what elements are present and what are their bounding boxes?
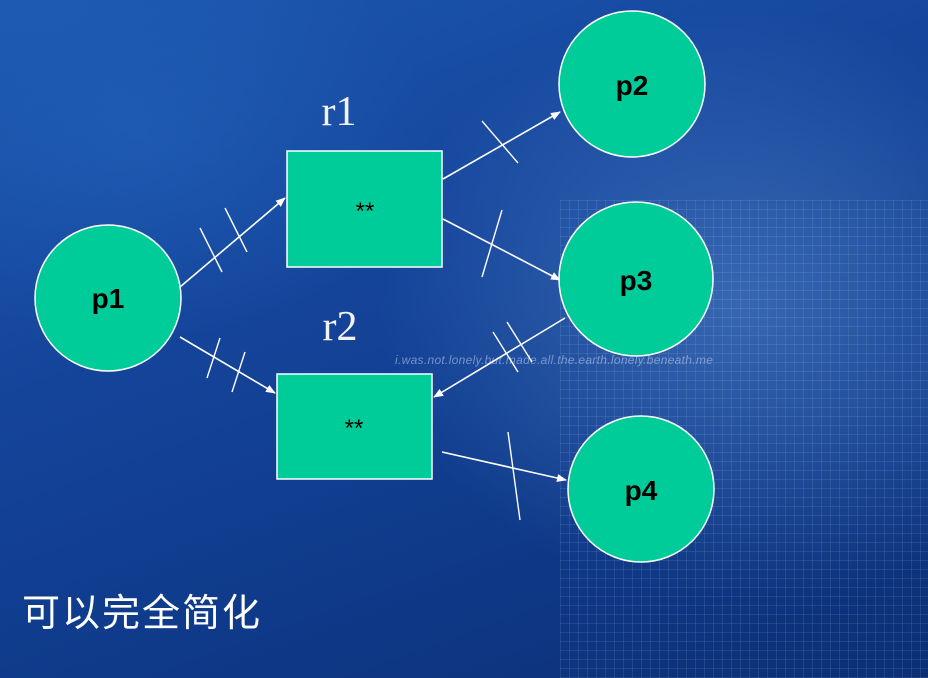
arc-p3-r2-mark [492,331,519,373]
place-p3-circle [558,201,714,357]
arc-r1-p2-mark [481,120,519,164]
place-p1: p1 [34,224,182,372]
arc-r1-p2 [442,111,561,180]
place-p4: p4 [567,415,715,563]
place-p3-label: p3 [620,265,653,296]
arc-r1-p3 [442,218,561,281]
transition-r2: ** r2 [276,304,433,480]
arc-r2-p4 [441,451,567,482]
place-p2-circle [558,10,706,158]
place-p2: p2 [558,10,706,158]
arcs [179,111,567,521]
caption-text: 可以完全简化 [22,591,263,635]
arc-p1-r1-mark [199,227,223,273]
place-p3: p3 [558,201,714,357]
place-p4-label: p4 [625,475,658,506]
transition-r2-box [276,373,433,480]
arc-p1-r1-mark [224,207,248,253]
arc-r1-p3-mark [481,209,503,278]
transition-r1: ** r1 [286,89,443,268]
place-p4-circle [567,415,715,563]
arc-p1-r2-mark [231,351,246,393]
place-p1-label: p1 [92,283,125,314]
arc-p1-r2-mark [206,337,221,379]
place-p2-label: p2 [616,70,649,101]
arc-p3-r2 [433,317,566,398]
transition-r2-name: r2 [323,304,358,350]
arc-p1-r1 [179,197,286,288]
transition-r1-name: r1 [322,89,357,135]
arc-p1-r2 [179,336,276,394]
arc-p3-r2-mark [506,321,533,363]
place-p1-circle [34,224,182,372]
arc-r2-p4-mark [507,431,521,521]
transition-r1-label: ** [356,198,375,225]
transition-r1-box [286,150,443,268]
transition-r2-label: ** [345,415,364,442]
